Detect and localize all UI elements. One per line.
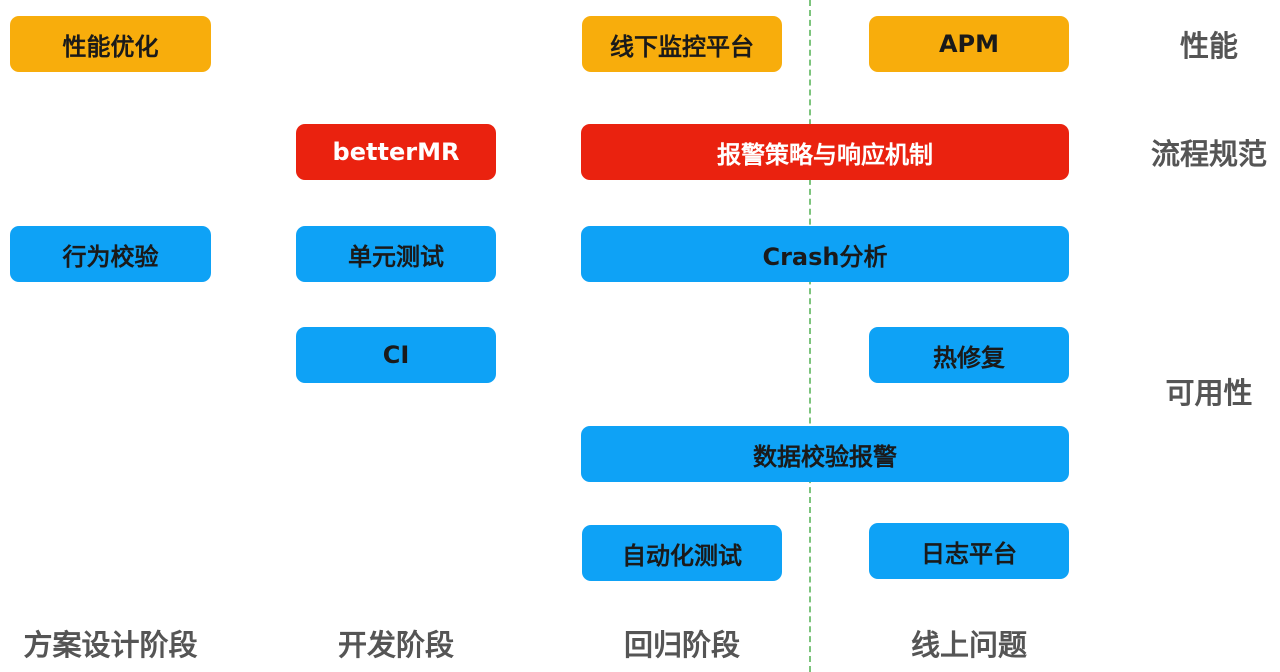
box-unit-test: 单元测试 <box>296 226 496 282</box>
box-behavior-check: 行为校验 <box>10 226 211 282</box>
box-apm: APM <box>869 16 1069 72</box>
box-crash-analysis: Crash分析 <box>581 226 1069 282</box>
online-divider-line <box>809 0 811 672</box>
box-offline-monitor: 线下监控平台 <box>582 16 782 72</box>
box-alert-policy: 报警策略与响应机制 <box>581 124 1069 180</box>
stage-regression: 回归阶段 <box>623 628 740 662</box>
box-perf-optimize: 性能优化 <box>10 16 211 72</box>
box-hotfix: 热修复 <box>869 327 1069 383</box>
box-better-mr: betterMR <box>296 124 496 180</box>
box-data-check-alert: 数据校验报警 <box>581 426 1069 482</box>
box-log-platform: 日志平台 <box>869 523 1069 579</box>
box-ci: CI <box>296 327 496 383</box>
category-performance: 性能 <box>1179 29 1238 63</box>
stage-dev: 开发阶段 <box>337 628 454 662</box>
stage-design: 方案设计阶段 <box>23 628 198 662</box>
box-auto-test: 自动化测试 <box>582 525 782 581</box>
stage-online: 线上问题 <box>910 628 1027 662</box>
category-availability: 可用性 <box>1165 376 1253 410</box>
category-process: 流程规范 <box>1150 137 1267 171</box>
